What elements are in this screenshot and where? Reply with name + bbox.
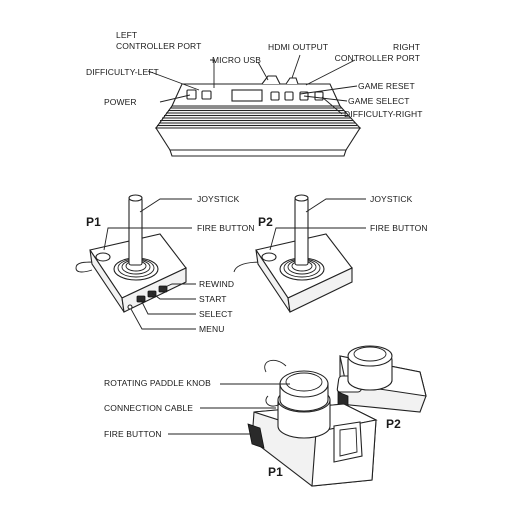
menu-button: [127, 304, 133, 310]
label-joystick-p2: P2: [258, 215, 273, 229]
label-micro-usb: MICRO USB: [212, 55, 261, 65]
console-ribs: [157, 107, 357, 126]
label-difficulty-right: DIFFICULTY-RIGHT: [344, 109, 423, 119]
label-paddle-p2: P2: [386, 417, 401, 431]
label-menu: MENU: [199, 324, 224, 334]
label-select: SELECT: [199, 309, 233, 319]
back-ports: [261, 75, 281, 85]
label-rotating-paddle-knob: ROTATING PADDLE KNOB: [104, 378, 211, 388]
label-fire-button: FIRE BUTTON: [197, 223, 255, 233]
joystick-p1-illustration: [75, 194, 187, 313]
label-joystick-p1: P1: [86, 215, 101, 229]
label-power: POWER: [104, 97, 137, 107]
difficulty-left-switch: [201, 90, 212, 100]
label-paddle-p1: P1: [268, 465, 283, 479]
label-hdmi-output: HDMI OUTPUT: [268, 42, 328, 52]
paddle-p1-illustration: [247, 359, 378, 487]
select-button: [136, 295, 146, 303]
difficulty-right-switch: [314, 91, 324, 101]
label-start: START: [199, 294, 227, 304]
label-joystick: JOYSTICK: [197, 194, 240, 204]
label-difficulty-left: DIFFICULTY-LEFT: [86, 67, 159, 77]
label-game-select: GAME SELECT: [348, 96, 410, 106]
paddle-fire-button: [247, 423, 265, 449]
label-game-reset: GAME RESET: [358, 81, 415, 91]
micro-usb-port: [270, 91, 280, 101]
joystick-p2-illustration: [233, 194, 353, 313]
game-reset-switch: [284, 91, 294, 101]
label-rewind: REWIND: [199, 279, 234, 289]
joystick-leader-lines: [103, 198, 366, 330]
console-illustration: [154, 75, 362, 157]
power-switch: [186, 89, 197, 100]
label-joystick-right: JOYSTICK: [370, 194, 413, 204]
paddle-leader-lines: [168, 383, 290, 435]
console-leader-lines: [147, 54, 358, 115]
label-paddle-fire-button: FIRE BUTTON: [104, 429, 162, 439]
console-display-window: [231, 89, 263, 102]
label-fire-button-right: FIRE BUTTON: [370, 223, 428, 233]
paddle-p2-illustration: [336, 345, 427, 413]
label-connection-cable: CONNECTION CABLE: [104, 403, 193, 413]
start-button: [147, 290, 157, 298]
